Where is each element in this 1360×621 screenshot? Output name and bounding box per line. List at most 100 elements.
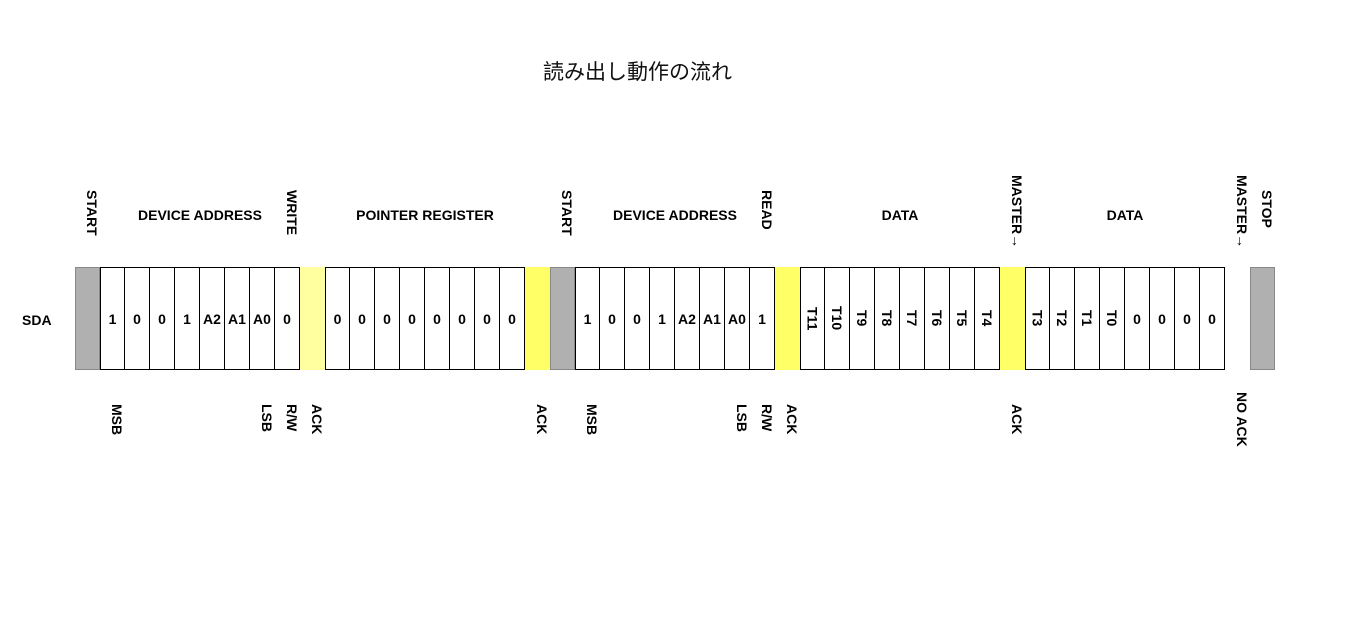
bit-cell: T7 [899, 267, 925, 370]
bit-value: 0 [433, 310, 441, 327]
bit-value: T1 [1079, 310, 1095, 327]
bit-value: 0 [483, 310, 491, 327]
bit-cell: T3 [1025, 267, 1050, 370]
top-label: MASTER→ [1009, 175, 1025, 249]
top-label: STOP [1259, 190, 1275, 228]
ack-cell [300, 267, 325, 370]
bottom-label: MSB [109, 404, 125, 436]
bit-cell: 1 [174, 267, 200, 370]
bit-cell: T8 [874, 267, 900, 370]
bit-value: 1 [758, 310, 766, 327]
bit-cell: 0 [449, 267, 475, 370]
bottom-label: ACK [1009, 404, 1025, 435]
bit-value: 0 [1133, 310, 1141, 327]
bit-value: A0 [253, 310, 271, 327]
group-label: DEVICE ADDRESS [138, 207, 262, 223]
group-label: DATA [881, 207, 919, 223]
condition-cell [75, 267, 100, 370]
top-label: MASTER→ [1234, 175, 1250, 249]
bit-cell: A0 [724, 267, 750, 370]
bit-cell: 1 [100, 267, 125, 370]
bit-value: T10 [829, 306, 845, 331]
bit-value: T9 [854, 310, 870, 327]
bit-cell: 1 [649, 267, 675, 370]
bit-value: A2 [203, 310, 221, 327]
bit-cell: 0 [1174, 267, 1200, 370]
bit-value: 0 [133, 310, 141, 327]
bit-value: A1 [228, 310, 246, 327]
bit-cell: 1 [575, 267, 600, 370]
bit-cell: 0 [599, 267, 625, 370]
bit-cell: A2 [674, 267, 700, 370]
condition-cell [550, 267, 575, 370]
no-ack-gap [1225, 267, 1250, 370]
bit-value: 0 [508, 310, 516, 327]
bit-cell: T4 [974, 267, 1000, 370]
bit-cell: T9 [849, 267, 875, 370]
bit-value: 0 [633, 310, 641, 327]
bottom-label: LSB [259, 404, 275, 432]
bit-cell: 0 [499, 267, 525, 370]
bit-cell: 0 [1199, 267, 1225, 370]
bit-cell: T1 [1074, 267, 1100, 370]
bottom-label: NO ACK [1234, 392, 1250, 447]
bit-value: T5 [954, 310, 970, 327]
top-label: WRITE [284, 190, 300, 236]
top-label: READ [759, 190, 775, 230]
bit-cell: T10 [824, 267, 850, 370]
top-label: START [559, 190, 575, 236]
ack-cell [1000, 267, 1025, 370]
bit-value: 1 [583, 310, 592, 327]
bit-value: 0 [358, 310, 366, 327]
bit-value: 0 [158, 310, 166, 327]
bit-value: T3 [1029, 310, 1046, 327]
bit-value: 0 [333, 310, 342, 327]
bit-cell: A1 [699, 267, 725, 370]
top-label: START [84, 190, 100, 236]
bit-value: T8 [879, 310, 895, 327]
bit-cell: T5 [949, 267, 975, 370]
sda-label: SDA [22, 312, 52, 328]
group-label: POINTER REGISTER [356, 207, 494, 223]
bit-value: 1 [108, 310, 117, 327]
bit-cell: 0 [1149, 267, 1175, 370]
bit-cell: T2 [1049, 267, 1075, 370]
bit-cell: A2 [199, 267, 225, 370]
bottom-label: R/W [759, 404, 775, 432]
bit-cell: 0 [399, 267, 425, 370]
bit-value: T2 [1054, 310, 1070, 327]
bit-cell: A1 [224, 267, 250, 370]
bottom-label: ACK [784, 404, 800, 435]
bit-value: 0 [458, 310, 466, 327]
bit-cell: T6 [924, 267, 950, 370]
bit-cell: 0 [325, 267, 350, 370]
bit-value: 0 [1183, 310, 1191, 327]
bit-cell: T0 [1099, 267, 1125, 370]
bit-value: 0 [408, 310, 416, 327]
bottom-label: ACK [534, 404, 550, 435]
ack-cell [525, 267, 550, 370]
group-label: DEVICE ADDRESS [613, 207, 737, 223]
bit-value: A1 [703, 310, 721, 327]
bit-cell: 1 [749, 267, 775, 370]
ack-cell [775, 267, 800, 370]
bit-cell: 0 [474, 267, 500, 370]
bit-value: T7 [904, 310, 920, 327]
bit-cell: 0 [124, 267, 150, 370]
bit-cell: A0 [249, 267, 275, 370]
bit-value: 0 [383, 310, 391, 327]
bit-value: T11 [804, 306, 821, 331]
diagram-title: 読み出し動作の流れ [543, 60, 732, 84]
bit-cell: 0 [274, 267, 300, 370]
bit-value: 1 [183, 310, 191, 327]
bit-cell: 0 [424, 267, 450, 370]
bit-value: T6 [929, 310, 945, 327]
bit-value: T4 [979, 310, 995, 327]
bit-value: 0 [1208, 310, 1216, 327]
group-label: DATA [1106, 207, 1144, 223]
bit-value: A0 [728, 310, 746, 327]
condition-cell [1250, 267, 1275, 370]
bit-cell: 0 [349, 267, 375, 370]
bottom-label: R/W [284, 404, 300, 432]
